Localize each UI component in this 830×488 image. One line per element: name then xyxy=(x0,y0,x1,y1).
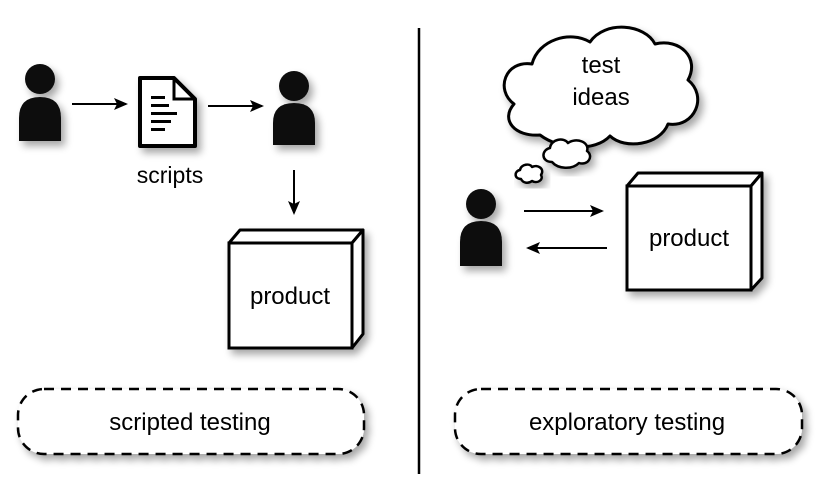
product-label: product xyxy=(649,225,729,252)
caption-frame xyxy=(16,387,366,456)
person-icon xyxy=(273,71,315,145)
cloud-icon xyxy=(542,138,592,169)
person-icon xyxy=(460,189,502,266)
cloud-icon xyxy=(502,25,700,149)
scripted-section: scripts product scripted testing xyxy=(16,64,366,456)
document-icon xyxy=(138,76,197,148)
exploratory-testing-caption: exploratory testing xyxy=(529,409,725,436)
box-icon xyxy=(227,228,365,350)
cloud-icon xyxy=(514,163,544,184)
thought-line-ideas: ideas xyxy=(572,84,629,111)
thought-line-test: test xyxy=(582,52,621,79)
box-icon xyxy=(625,171,764,292)
scripts-label: scripts xyxy=(137,162,203,188)
person-icon xyxy=(19,64,61,141)
exploratory-section: test ideas product exploratory testing xyxy=(453,25,804,456)
scripted-testing-caption: scripted testing xyxy=(109,409,270,436)
caption-frame xyxy=(453,387,804,456)
product-label: product xyxy=(250,283,330,310)
